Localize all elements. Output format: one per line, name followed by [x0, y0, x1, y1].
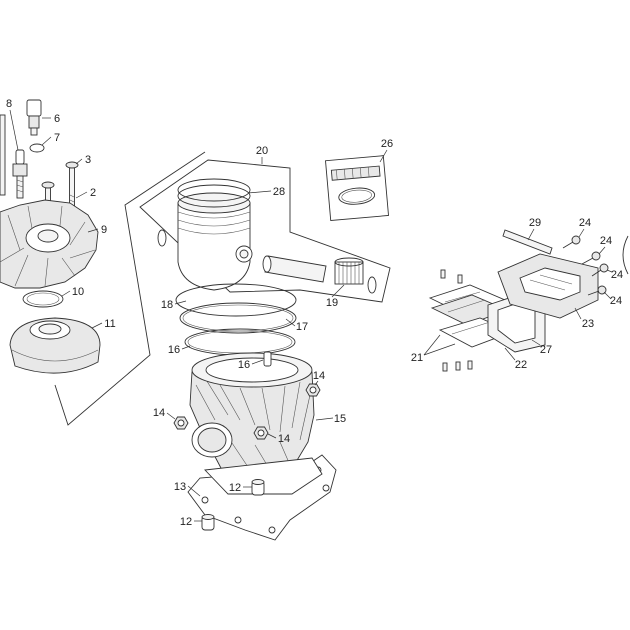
needle-bearing-19	[334, 257, 364, 285]
callout-label: 12	[229, 482, 241, 494]
gasket-kit-bag-26	[325, 155, 389, 221]
callout-label: 6	[54, 113, 60, 125]
callout-label: 28	[273, 186, 285, 198]
cylinder-head-group	[0, 99, 206, 426]
callout-label: 17	[296, 321, 308, 333]
callout-label: 21	[411, 352, 423, 364]
callout-label: 12	[180, 516, 192, 528]
callout-label: 24	[611, 269, 623, 281]
callout-label: 13	[174, 481, 186, 493]
nut-14-right	[305, 383, 321, 397]
cylinder-head	[0, 199, 99, 289]
callout-label: 16	[238, 359, 250, 371]
callout-label: 22	[515, 359, 527, 371]
sensor-washer	[29, 143, 45, 153]
bolt-24-b	[581, 251, 601, 265]
piston-clip-right	[367, 276, 377, 294]
callout-labels: 8 6 7 3 2 9 10 11 20 28 26 19 17 18 16 1…	[6, 98, 623, 528]
spark-plug	[12, 149, 28, 199]
head-gasket-18	[175, 283, 297, 317]
callout-label: 2	[90, 187, 96, 199]
callout-label: 24	[610, 295, 622, 307]
piston-kit-outline	[139, 159, 391, 303]
piston	[177, 192, 253, 291]
callout-label: 7	[54, 132, 60, 144]
gasket-kit-logo	[330, 165, 381, 181]
temperature-sensor	[26, 99, 42, 136]
callout-label: 23	[582, 318, 594, 330]
partial-part-edge	[622, 235, 629, 275]
dowel-12-lower	[201, 514, 215, 531]
callout-label: 18	[161, 299, 173, 311]
callout-label: 9	[101, 224, 107, 236]
callout-label: 20	[256, 145, 268, 157]
leader-lines	[9, 109, 613, 522]
callout-label: 26	[381, 138, 393, 150]
piston-clip-left	[157, 229, 167, 247]
reed-valve-group	[428, 229, 629, 372]
partial-bolt-left	[0, 114, 6, 196]
callout-label: 15	[334, 413, 346, 425]
callout-label: 14	[278, 433, 290, 445]
callout-label: 29	[529, 217, 541, 229]
nut-14-center	[253, 426, 269, 440]
head-gasket-17	[179, 302, 297, 334]
bolt-24-a	[562, 235, 581, 249]
callout-label: 11	[104, 318, 115, 330]
piston-pin	[262, 255, 327, 283]
reed-screws-bottom	[442, 360, 473, 372]
callout-label: 14	[313, 370, 325, 382]
nut-14-left	[173, 416, 189, 430]
cylinder-15	[189, 352, 323, 495]
callout-label: 16	[168, 344, 180, 356]
reed-bar-29	[502, 229, 553, 255]
cylinder-dowel-16	[263, 351, 272, 367]
head-bolt-3	[65, 161, 79, 209]
piston-kit-group	[139, 159, 391, 303]
group-boundary-line	[54, 151, 206, 426]
cylinder-group	[173, 283, 337, 541]
reed-block-23	[497, 253, 599, 319]
callout-label: 14	[153, 407, 165, 419]
head-o-ring-10	[22, 290, 64, 308]
bolt-24-c	[591, 263, 609, 277]
callout-label: 27	[540, 344, 552, 356]
callout-label: 8	[6, 98, 12, 110]
head-cover-11	[9, 317, 101, 374]
dowel-12-upper	[251, 479, 265, 496]
callout-label: 24	[600, 235, 612, 247]
callout-label: 10	[72, 286, 84, 298]
piston-rings-28	[177, 178, 251, 208]
reed-screws-top	[440, 269, 463, 284]
callout-label: 3	[85, 154, 91, 166]
callout-label: 24	[579, 217, 591, 229]
callout-label: 19	[326, 297, 338, 309]
